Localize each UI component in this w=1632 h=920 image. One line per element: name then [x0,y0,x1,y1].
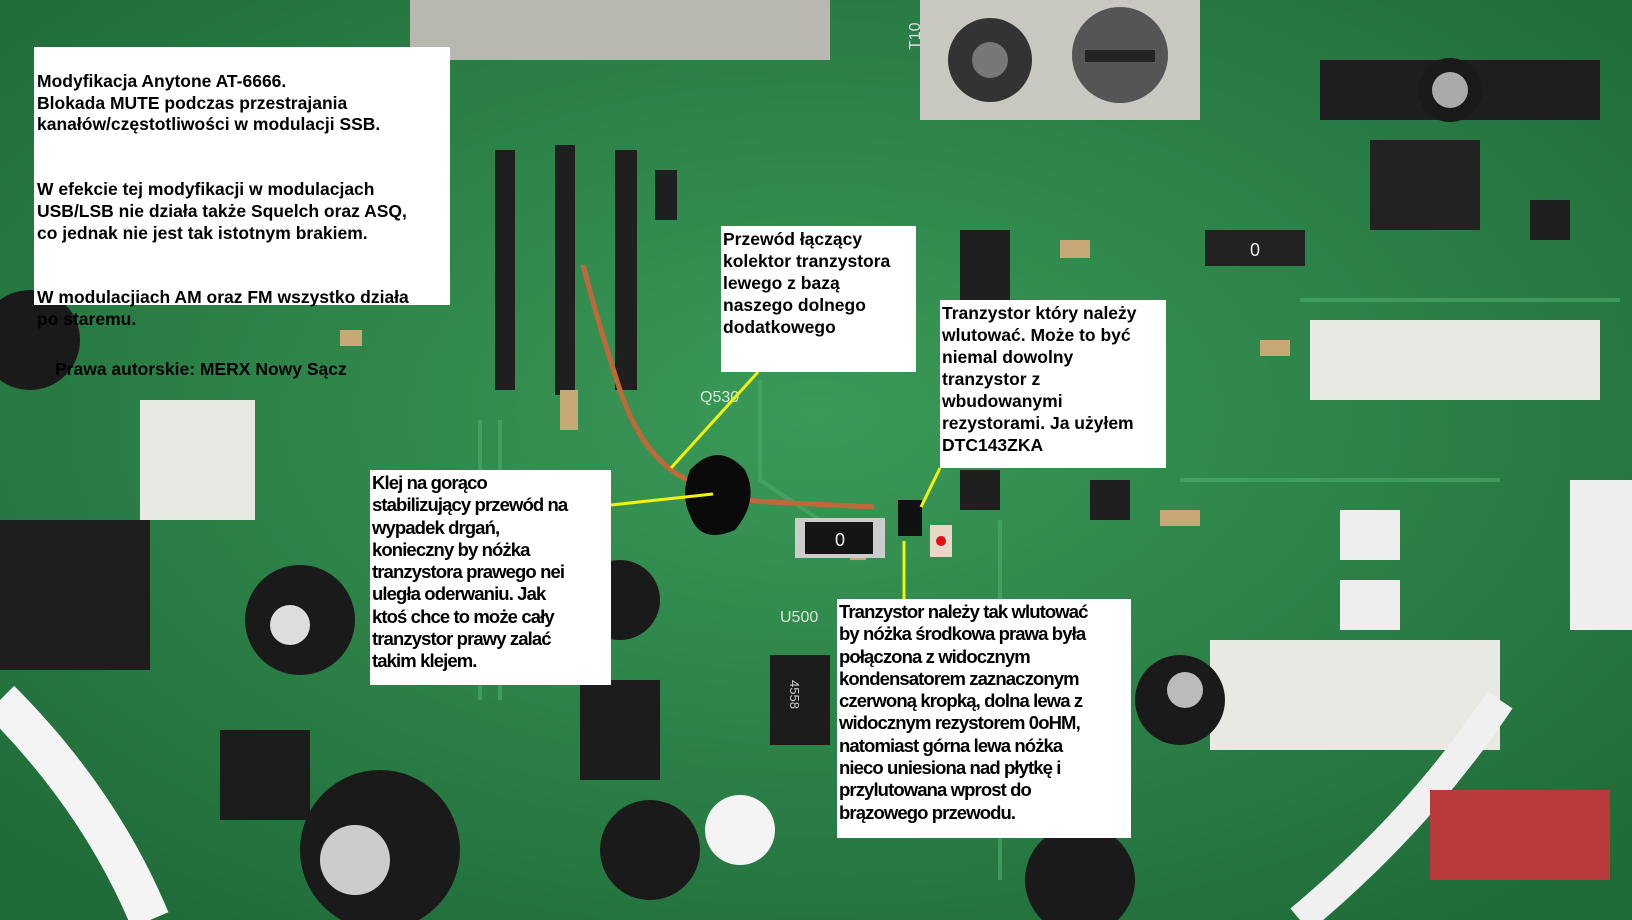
resistor-label-2: 0 [1250,240,1260,260]
added-transistor [898,500,922,536]
intro-title: Modyfikacja Anytone AT-6666. Blokada MUT… [37,70,381,135]
label-u500: U500 [780,609,818,626]
copyright-credit: Prawa autorskie: MERX Nowy Sącz [55,358,347,379]
ic-label: 4558 [787,680,802,709]
transistor-annotation: Tranzystor który należy wlutować. Może t… [940,300,1166,468]
metal-shield [410,0,830,60]
red-dot-marker [936,536,946,546]
intro-textbox: Modyfikacja Anytone AT-6666. Blokada MUT… [34,47,450,379]
label-t10: T10 [907,22,924,50]
callout-lines [610,370,942,599]
glue-annotation: Klej na gorąco stabilizujący przewód na … [370,470,611,685]
hot-glue-blob [685,455,751,535]
intro-am-fm: W modulacjiach AM oraz FM wszystko dział… [37,287,409,329]
resistor-label: 0 [835,530,845,550]
intro-effect: W efekcie tej modyfikacji w modulacjach … [37,178,407,243]
wire-annotation: Przewód łączący kolektor tranzystora lew… [721,226,916,372]
soldering-annotation: Tranzystor należy tak wlutować by nóżka … [837,599,1131,838]
